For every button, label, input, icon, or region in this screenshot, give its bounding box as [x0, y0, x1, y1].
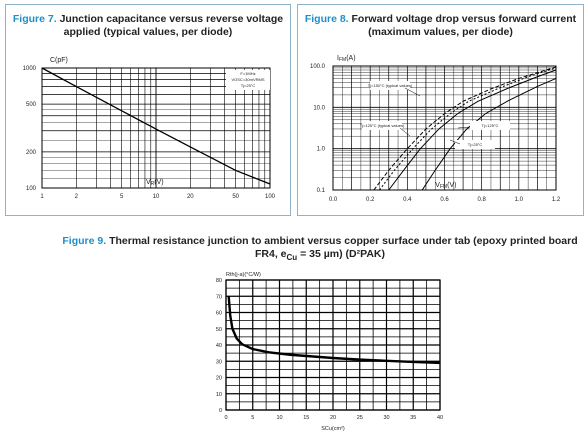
fig7-x-tick-label: 10: [153, 194, 160, 200]
fig8-x-tick-label: 0.6: [440, 197, 449, 203]
fig8-plot-frame: [332, 65, 557, 191]
figure8-title: Figure 8. Forward voltage drop versus fo…: [298, 13, 583, 39]
figure7-title-line1: Junction capacitance versus reverse volt…: [59, 13, 284, 25]
fig8-x-tick-label: 1.0: [515, 197, 524, 203]
fig8-x-tick-label: 1.2: [552, 197, 561, 203]
figure8-label: Figure 8.: [304, 13, 349, 25]
fig8-annotation-leader: [449, 139, 461, 145]
fig7-x-axis-label: VR(V): [146, 179, 164, 187]
fig7-y-axis-label: C(pF): [50, 57, 68, 64]
fig8-x-axis-label: VFM(V): [435, 182, 456, 190]
figure8-title-line1: Forward voltage drop versus forward curr…: [351, 13, 577, 25]
fig8-annotation-leader: [399, 127, 411, 137]
fig9-y-tick-label: 10: [216, 392, 222, 398]
fig9-x-tick-label: 5: [251, 415, 254, 421]
fig8-y-tick-label: 1.0: [317, 147, 326, 153]
fig9-y-tick-label: 20: [216, 376, 222, 382]
figure8-panel: Figure 8. Forward voltage drop versus fo…: [297, 4, 584, 216]
fig9-x-tick-label: 15: [303, 415, 309, 421]
figure7-label: Figure 7.: [12, 13, 57, 25]
fig7-series-line: [41, 67, 271, 185]
fig7-plot-frame: [41, 67, 271, 189]
fig9-y-tick-label: 80: [216, 278, 222, 284]
fig7-x-tick-label: 5: [120, 194, 124, 200]
fig9-x-tick-label: 40: [437, 415, 443, 421]
fig9-y-tick-label: 50: [216, 327, 222, 333]
fig7-annotation: F=1MHz: [240, 71, 255, 76]
fig8-series-line: [379, 67, 557, 191]
figure9-title-line1: Thermal resistance junction to ambient v…: [109, 235, 578, 247]
figure9-title-line2a: FR4, e: [254, 248, 287, 260]
fig8-x-tick-label: 0.0: [329, 197, 338, 203]
figure9-title: Figure 9. Thermal resistance junction to…: [60, 235, 580, 264]
figure7-title: Figure 7. Junction capacitance versus re…: [6, 13, 290, 39]
fig7-y-tick-label: 500: [26, 102, 37, 108]
fig8-annotation-bg: [470, 121, 510, 130]
fig8-x-tick-label: 0.2: [366, 197, 375, 203]
figure7-title-line2: applied (typical values, per diode): [63, 26, 233, 38]
fig7-x-tick-label: 100: [265, 194, 276, 200]
fig8-series-line: [388, 69, 557, 191]
fig7-annotation: Tj=25°C: [241, 83, 256, 88]
fig9-series-line: [227, 296, 441, 365]
fig8-annotation-bg: [362, 121, 402, 130]
fig8-annotation-leader: [404, 87, 421, 97]
fig9-x-tick-label: 10: [276, 415, 282, 421]
fig8-annotation: Tj=125°C: [482, 123, 499, 128]
fig8-series-line: [421, 77, 557, 191]
fig8-y-tick-label: 10.0: [313, 105, 325, 111]
fig8-annotation: Tj=125°C (typical values): [360, 123, 405, 128]
fig9-y-tick-label: 40: [216, 343, 222, 349]
fig8-annotation: Tj=25°C: [468, 142, 483, 147]
fig9-y-tick-label: 70: [216, 294, 222, 300]
figure9-title-line2b: = 35 µm) (D²PAK): [297, 248, 385, 260]
fig9-y-tick-label: 60: [216, 311, 222, 317]
fig9-x-tick-label: 20: [330, 415, 336, 421]
fig7-x-tick-label: 20: [187, 194, 194, 200]
fig9-x-tick-label: 30: [383, 415, 389, 421]
fig9-y-tick-label: 0: [219, 408, 222, 414]
figure8-title-line2: (maximum values, per diode): [368, 26, 513, 38]
fig7-x-tick-label: 50: [232, 194, 239, 200]
fig8-y-tick-label: 0.1: [317, 188, 326, 194]
fig9-x-tick-label: 0: [224, 415, 227, 421]
fig8-y-tick-label: 100.0: [310, 64, 326, 70]
fig9-plot-frame: [225, 279, 441, 411]
fig8-x-tick-label: 0.4: [403, 197, 412, 203]
fig7-y-tick-label: 200: [26, 150, 37, 156]
fig9-y-tick-label: 30: [216, 359, 222, 365]
fig8-y-axis-label: IFM(A): [337, 55, 356, 63]
fig8-x-tick-label: 0.8: [477, 197, 486, 203]
figure7-panel: Figure 7. Junction capacitance versus re…: [5, 4, 291, 216]
fig8-annotation-bg: [370, 81, 410, 90]
figure9-title-subscript: Cu: [286, 253, 298, 263]
fig9-x-tick-label: 25: [357, 415, 363, 421]
fig8-series-line: [373, 66, 557, 191]
fig7-annotation: VOSC=30mVRMS: [231, 77, 264, 82]
fig9-y-axis-label: Rth(j-a)(°C/W): [226, 272, 261, 278]
fig8-annotation: Tj=150°C (typical values): [368, 83, 413, 88]
fig7-y-tick-label: 100: [26, 186, 37, 192]
figure9-label: Figure 9.: [62, 235, 107, 247]
fig8-annotation-bg: [455, 140, 495, 149]
fig7-x-tick-label: 2: [75, 194, 79, 200]
fig8-annotation-leader: [457, 126, 471, 129]
fig9-x-axis-label: SCu(cm²): [321, 426, 345, 432]
fig7-annotation-bg: [226, 70, 270, 90]
fig9-x-tick-label: 35: [410, 415, 416, 421]
fig7-x-tick-label: 1: [40, 194, 44, 200]
fig7-y-tick-label: 1000: [23, 66, 37, 72]
